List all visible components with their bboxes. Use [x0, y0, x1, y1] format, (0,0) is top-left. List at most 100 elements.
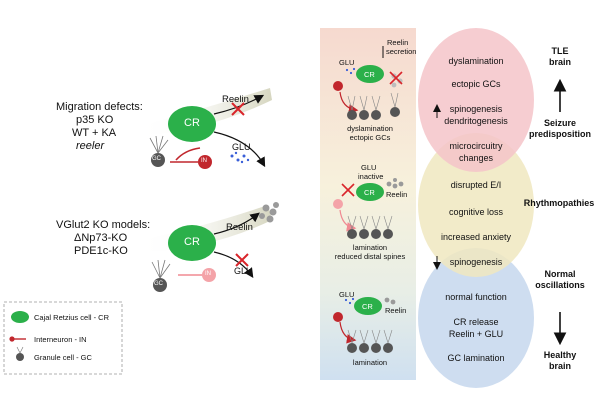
glu-arrow — [213, 131, 266, 168]
cr-cell — [168, 106, 216, 142]
panel-bot-reelin-dots — [384, 297, 396, 305]
reelin-arrow-2 — [213, 212, 260, 235]
interneuron-cell — [198, 155, 212, 169]
panel-mid-caption-2: reduced distal spines — [334, 252, 406, 261]
glu-arrow-2 — [213, 251, 254, 278]
left-top-module — [140, 88, 272, 169]
gc-dendrites — [149, 135, 169, 154]
seizure-label-1: Seizure — [543, 118, 576, 128]
pink-item-5: microcircuitry — [449, 141, 503, 151]
panel-bot-cr-label: CR — [362, 302, 373, 311]
tle-label-2: brain — [548, 57, 571, 67]
seizure-label-2: predisposition — [528, 129, 591, 139]
panel-top-caption-1: dyslamination — [347, 124, 393, 133]
panel-mid-inactive: inactive — [358, 172, 384, 181]
panel-mid-reelin-dots — [386, 178, 404, 189]
panel-mid-gc-row — [347, 229, 393, 239]
panel-mid-dendrites — [347, 215, 393, 230]
cr-label-2: CR — [184, 236, 200, 248]
panel-top-cr — [356, 65, 384, 83]
granule-cell-2 — [153, 278, 167, 292]
panel-middle-illustration — [333, 178, 404, 239]
gc-label-2: GC — [154, 281, 163, 287]
panel-top-secretion: secretion — [386, 47, 417, 56]
panel-top-glu-dots — [345, 67, 356, 75]
panel-bottom-illustration — [333, 297, 396, 353]
migration-item-3: reeler — [76, 140, 105, 152]
panel-top-in-arrow — [339, 91, 359, 114]
panel-top-in — [333, 81, 343, 91]
legend-cr-icon — [11, 311, 29, 323]
yellow-item-4: spinogenesis — [449, 257, 503, 267]
glu-label-2: GLU — [234, 266, 253, 276]
gc-label: GC — [152, 156, 161, 162]
pink-item-6: changes — [458, 153, 494, 163]
interneuron-cell-2 — [202, 268, 216, 282]
ellipse-blue — [418, 248, 534, 388]
panel-bot-glu-dots — [344, 297, 355, 305]
legend-gc-icon — [16, 353, 24, 361]
red-cross-icon — [231, 102, 245, 116]
reelin-dots — [259, 202, 279, 223]
normal-label-1: Normal — [544, 269, 576, 279]
blue-item-2: CR release — [453, 317, 499, 327]
legend-in-label: Interneuron - IN — [34, 335, 87, 344]
panel-bot-reelin: Reelin — [385, 306, 407, 315]
panel-bot-in-arrow — [339, 321, 357, 344]
migration-title: Migration defects: — [56, 101, 143, 113]
tle-label-1: TLE — [551, 46, 569, 56]
vglut-item-1: ΔNp73-KO — [74, 232, 128, 244]
panel-bot-glu: GLU — [339, 290, 355, 299]
panel-mid-glu: GLU — [361, 163, 377, 172]
reelin-arrow — [213, 94, 265, 115]
legend — [3, 301, 123, 375]
panel-mid-caption-1: lamination — [352, 243, 388, 252]
panel-bot-caption-1: lamination — [352, 358, 388, 367]
in-projection — [175, 147, 201, 161]
panel-top-cross — [389, 71, 403, 85]
glu-label: GLU — [232, 142, 251, 152]
ellipse-pink — [418, 28, 534, 172]
healthy-label-1: Healthy — [543, 350, 577, 360]
pink-item-2: ectopic GCs — [451, 79, 501, 89]
red-cross-icon-2 — [235, 253, 249, 267]
vglut-title: VGlut2 KO models: — [56, 219, 151, 231]
cr-cell-2 — [168, 225, 216, 261]
legend-in-icon — [9, 336, 15, 342]
panel-mid-in — [333, 199, 343, 209]
migration-item-2: WT + KA — [72, 127, 117, 139]
glu-dots — [230, 151, 250, 164]
panel-bot-cr — [354, 297, 382, 315]
panel-bot-gc-row — [347, 343, 393, 353]
panel-top-reelin: Reelin — [387, 38, 409, 47]
legend-gc-dendrites — [16, 346, 24, 354]
reelin-label-2: Reelin — [226, 222, 253, 233]
panel-bot-dendrites — [347, 329, 393, 344]
panel-top-illustration — [333, 46, 403, 120]
panel-mid-cross — [341, 183, 355, 197]
panel-mid-cr-label: CR — [364, 188, 375, 197]
yellow-item-3: increased anxiety — [440, 232, 512, 242]
yellow-item-1: disrupted E/I — [450, 180, 502, 190]
pink-item-4: dendritogenesis — [444, 116, 508, 126]
legend-gc-label: Granule cell - GC — [34, 353, 92, 362]
migration-item-1: p35 KO — [76, 114, 114, 126]
blue-item-1: normal function — [445, 292, 507, 302]
normal-label-2: oscillations — [535, 280, 585, 290]
pink-item-3: spinogenesis — [449, 104, 503, 114]
vglut-item-2: PDE1c-KO — [74, 245, 128, 257]
reelin-label: Reelin — [222, 94, 249, 105]
left-bottom-module — [140, 202, 279, 292]
rhythm-label: Rhythmopathies — [523, 198, 595, 208]
blue-item-4: GC lamination — [447, 353, 505, 363]
panel-top-glu: GLU — [339, 58, 355, 67]
blue-item-3: Reelin + GLU — [448, 329, 504, 339]
panel-top-gc-row — [347, 107, 400, 120]
panel-mid-cr — [356, 183, 384, 201]
cr-label: CR — [184, 117, 200, 129]
healthy-label-2: brain — [548, 361, 571, 371]
legend-cr-label: Cajal Retzius cell - CR — [34, 313, 110, 322]
gc-dendrites-2 — [151, 259, 171, 279]
panel-top-cr-label: CR — [364, 70, 375, 79]
